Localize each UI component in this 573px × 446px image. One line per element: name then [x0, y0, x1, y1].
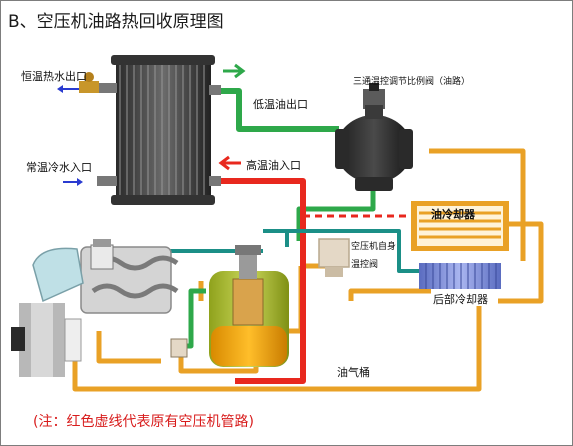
high-temp-oil-pipe [214, 178, 306, 384]
label-thermostat-line1: 空压机自身 [351, 242, 397, 252]
oil-flow-arrows [218, 63, 246, 171]
hot-water-valve-icon [79, 72, 99, 93]
label-cold-water-in: 常温冷水入口 [26, 161, 92, 174]
plate-heat-exchanger [97, 55, 221, 205]
screw-compressor [80, 239, 179, 314]
label-three-way-valve: 三通温控调节比例阀（油路） [353, 77, 471, 87]
oil-cooler [411, 201, 509, 251]
oil-filter [170, 338, 188, 358]
label-oil-cooler: 油冷却器 [431, 208, 475, 221]
air-intake [32, 247, 84, 303]
motor [11, 303, 82, 377]
label-high-temp-oil-in: 高温油入口 [246, 159, 301, 172]
oil-gas-tank [209, 245, 289, 367]
legend-note: (注：红色虚线代表原有空压机管路) [33, 414, 254, 430]
diagram-title: B、空压机油路热回收原理图 [8, 12, 224, 32]
thermostat-valve [318, 238, 350, 277]
label-low-temp-oil-out: 低温油出口 [253, 98, 308, 111]
label-hot-water-out: 恒温热水出口 [21, 70, 87, 83]
label-oil-gas-tank: 油气桶 [337, 366, 370, 379]
water-flow-arrows [57, 85, 83, 186]
aftercooler [419, 263, 501, 289]
label-thermostat-line2: 温控阀 [351, 260, 379, 270]
label-aftercooler: 后部冷却器 [433, 293, 488, 306]
three-way-valve [335, 83, 413, 191]
low-temp-oil-pipe [219, 88, 339, 132]
